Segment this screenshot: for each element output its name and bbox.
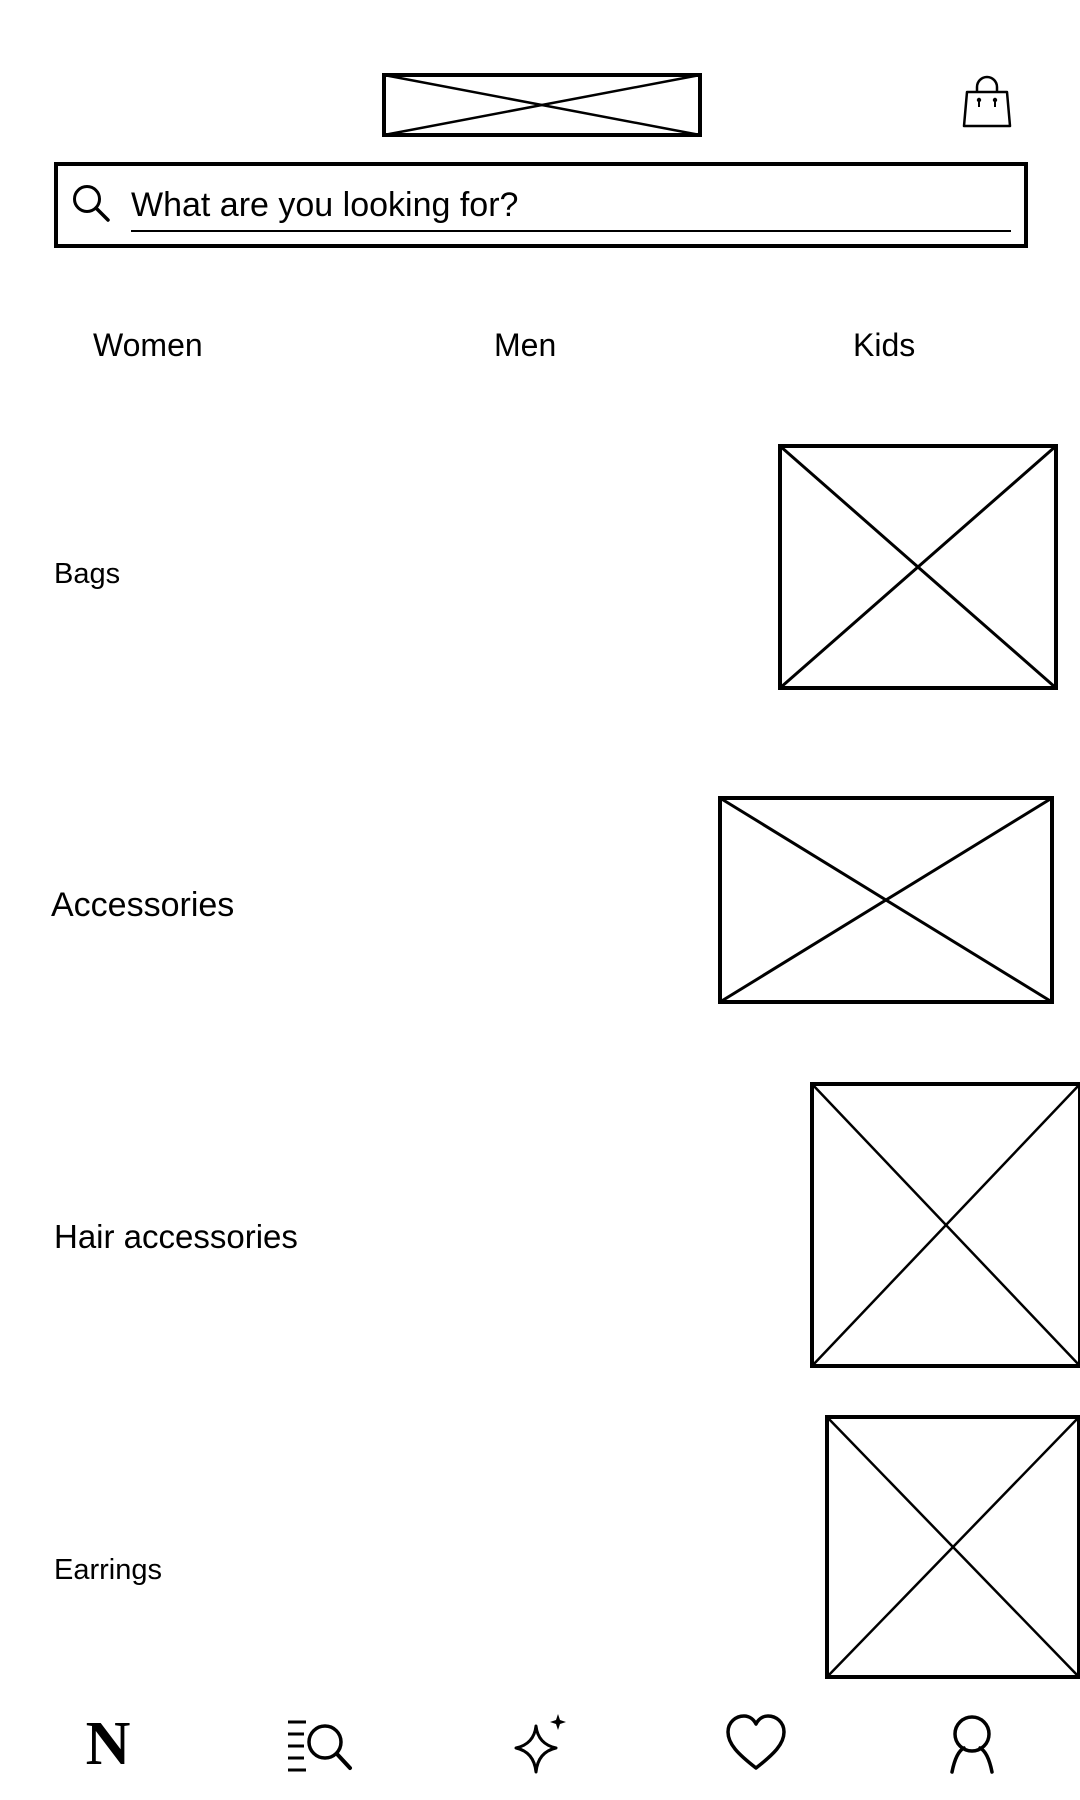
browse-search-icon[interactable] bbox=[282, 1712, 352, 1776]
brand-letter: N bbox=[85, 1710, 131, 1778]
search-icon[interactable] bbox=[70, 182, 112, 224]
heart-icon[interactable] bbox=[724, 1712, 788, 1776]
category-hair-accessories-image[interactable] bbox=[810, 1082, 1080, 1368]
category-bags-image[interactable] bbox=[778, 444, 1058, 690]
brand-home-icon[interactable]: N bbox=[76, 1712, 140, 1776]
search-bar[interactable] bbox=[54, 162, 1028, 248]
tab-kids[interactable]: Kids bbox=[853, 327, 916, 363]
category-hair-accessories-label[interactable]: Hair accessories bbox=[54, 1218, 298, 1255]
logo-placeholder[interactable] bbox=[382, 73, 702, 137]
search-input[interactable] bbox=[131, 180, 1011, 232]
tab-men[interactable]: Men bbox=[494, 327, 557, 363]
account-icon[interactable] bbox=[940, 1712, 1004, 1776]
sparkle-icon[interactable] bbox=[508, 1712, 572, 1776]
category-earrings-image[interactable] bbox=[825, 1415, 1080, 1679]
shopping-bag-icon[interactable] bbox=[960, 75, 1014, 130]
category-bags-label[interactable]: Bags bbox=[54, 558, 121, 590]
category-earrings-label[interactable]: Earrings bbox=[54, 1554, 162, 1586]
category-accessories-label[interactable]: Accessories bbox=[51, 886, 235, 924]
category-accessories-image[interactable] bbox=[718, 796, 1054, 1004]
tab-women[interactable]: Women bbox=[93, 327, 203, 363]
